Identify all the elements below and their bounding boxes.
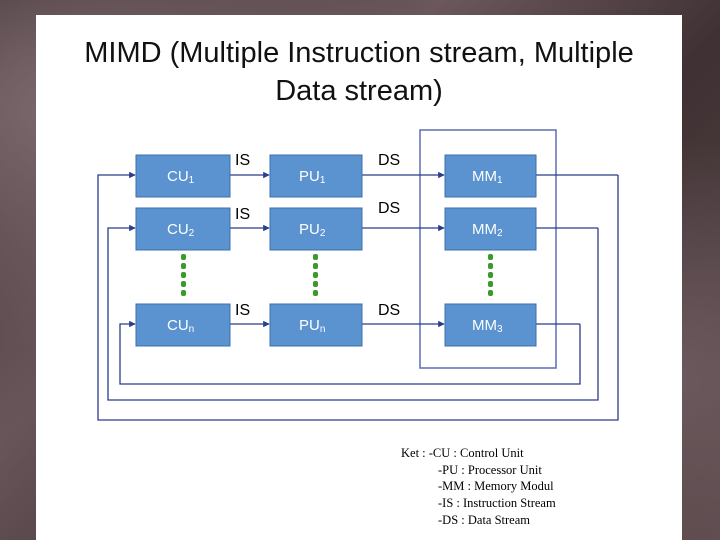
loop-1 [97, 171, 619, 421]
mm-box-3 [444, 303, 537, 347]
mm-label-1: MM1 [472, 168, 503, 186]
cu-label-n: CUn [167, 317, 194, 335]
pu-label-2: PU2 [299, 221, 326, 239]
ds-label-2: DS [378, 200, 400, 217]
key-line-1: Ket : -CU : Control Unit [401, 446, 524, 460]
ds-label-3: DS [378, 302, 400, 319]
pu-label-n: PUn [299, 317, 325, 335]
cu-box-2 [135, 207, 231, 251]
loop-3 [119, 320, 581, 385]
mm-label-3: MM3 [472, 317, 503, 335]
pu-column: PU1 PU2 PUn [269, 154, 363, 347]
legend-key: Ket : -CU : Control Unit -PU : Processor… [401, 445, 556, 529]
memory-container [419, 129, 557, 369]
pu-ellipsis [313, 254, 318, 296]
ds-label-1: DS [378, 152, 400, 169]
pu-box-2 [269, 207, 363, 251]
cu-label-1: CU1 [167, 168, 195, 186]
cu-box-1 [135, 154, 231, 198]
slide-canvas [36, 15, 682, 540]
key-line-5: -DS : Data Stream [438, 512, 530, 527]
cu-label-2: CU2 [167, 221, 195, 239]
pu-box-1 [269, 154, 363, 198]
cu-column: CU1 CU2 CUn [135, 154, 231, 347]
key-line-2: -PU : Processor Unit [438, 462, 542, 477]
key-line-3: -MM : Memory Modul [438, 479, 554, 494]
mm-box-1 [444, 154, 537, 198]
loop-2 [107, 224, 599, 401]
pu-box-n [269, 303, 363, 347]
cu-ellipsis [181, 254, 186, 296]
is-label-2: IS [235, 206, 250, 223]
mm-column: MM1 MM2 MM3 [444, 154, 537, 347]
mm-ellipsis [488, 254, 493, 296]
wires [97, 171, 619, 421]
ellipsis-dots [181, 254, 493, 296]
is-label-1: IS [235, 152, 250, 169]
slide-title: MIMD (Multiple Instruction stream, Multi… [36, 34, 682, 110]
title-line-2: Data stream) [275, 75, 443, 107]
title-line-1: MIMD (Multiple Instruction stream, Multi… [84, 37, 634, 69]
cu-box-n [135, 303, 231, 347]
pu-label-1: PU1 [299, 168, 326, 186]
mm-box-2 [444, 207, 537, 251]
is-label-3: IS [235, 302, 250, 319]
key-line-4: -IS : Instruction Stream [438, 496, 556, 511]
mm-label-2: MM2 [472, 221, 503, 239]
